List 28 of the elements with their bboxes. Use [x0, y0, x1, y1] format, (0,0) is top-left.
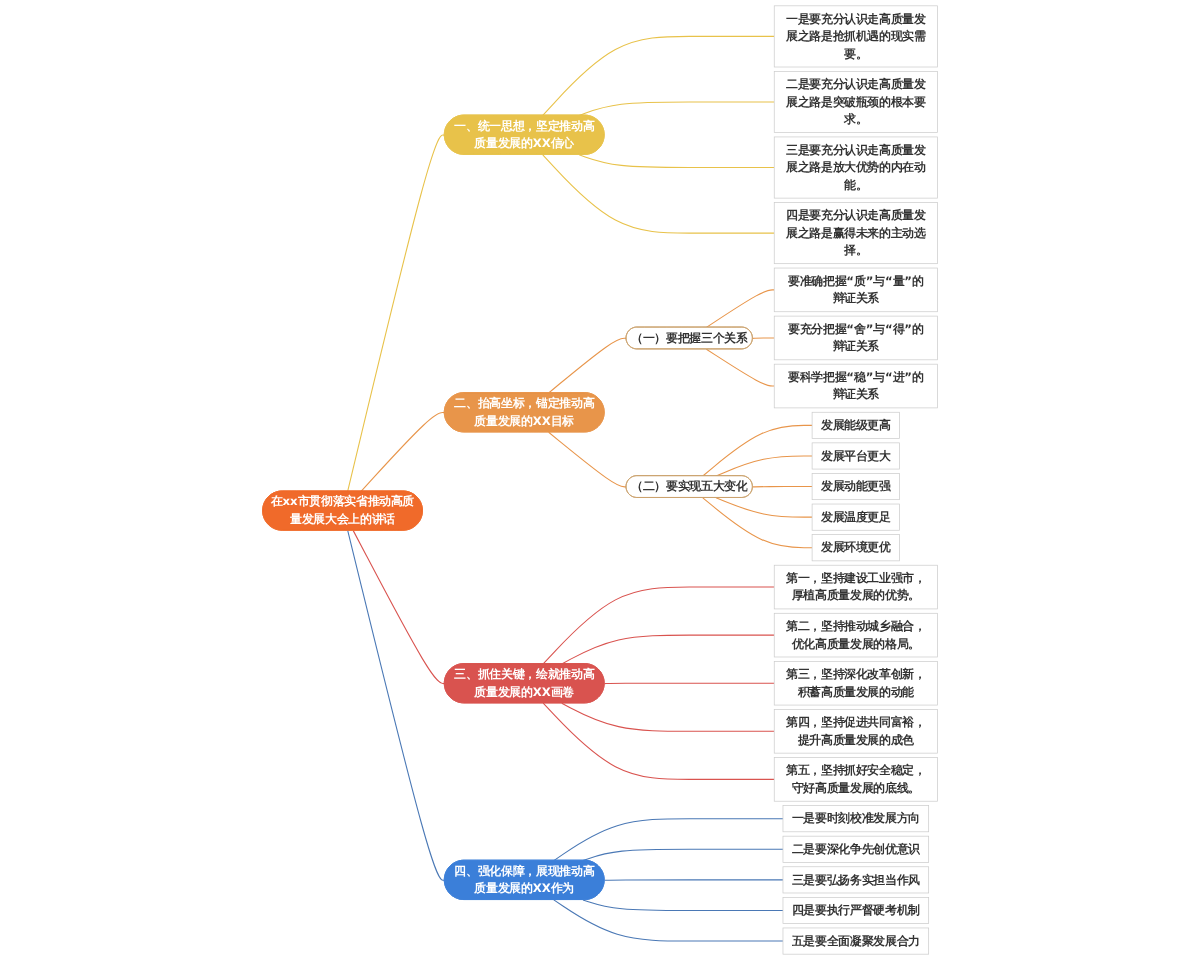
connector — [578, 154, 775, 169]
connector — [705, 289, 775, 328]
connector — [347, 134, 446, 492]
connector — [553, 899, 784, 942]
connector — [542, 154, 775, 234]
connector — [548, 431, 627, 488]
connector — [542, 586, 775, 665]
connector — [578, 101, 775, 116]
connector — [752, 337, 775, 339]
connector — [360, 412, 446, 492]
connector — [702, 497, 813, 549]
connector — [548, 337, 627, 394]
connector — [604, 879, 784, 881]
connector — [352, 530, 446, 685]
connector — [715, 455, 813, 477]
connector — [604, 682, 775, 685]
connector — [702, 424, 813, 477]
connector — [715, 497, 813, 518]
connector — [542, 35, 775, 116]
connector — [705, 348, 775, 387]
connector — [347, 530, 446, 881]
connector — [542, 702, 775, 780]
connector — [561, 702, 775, 732]
connector — [582, 848, 784, 862]
connector — [553, 818, 784, 862]
connector — [582, 899, 784, 911]
connector — [561, 634, 775, 665]
connector — [752, 486, 813, 488]
